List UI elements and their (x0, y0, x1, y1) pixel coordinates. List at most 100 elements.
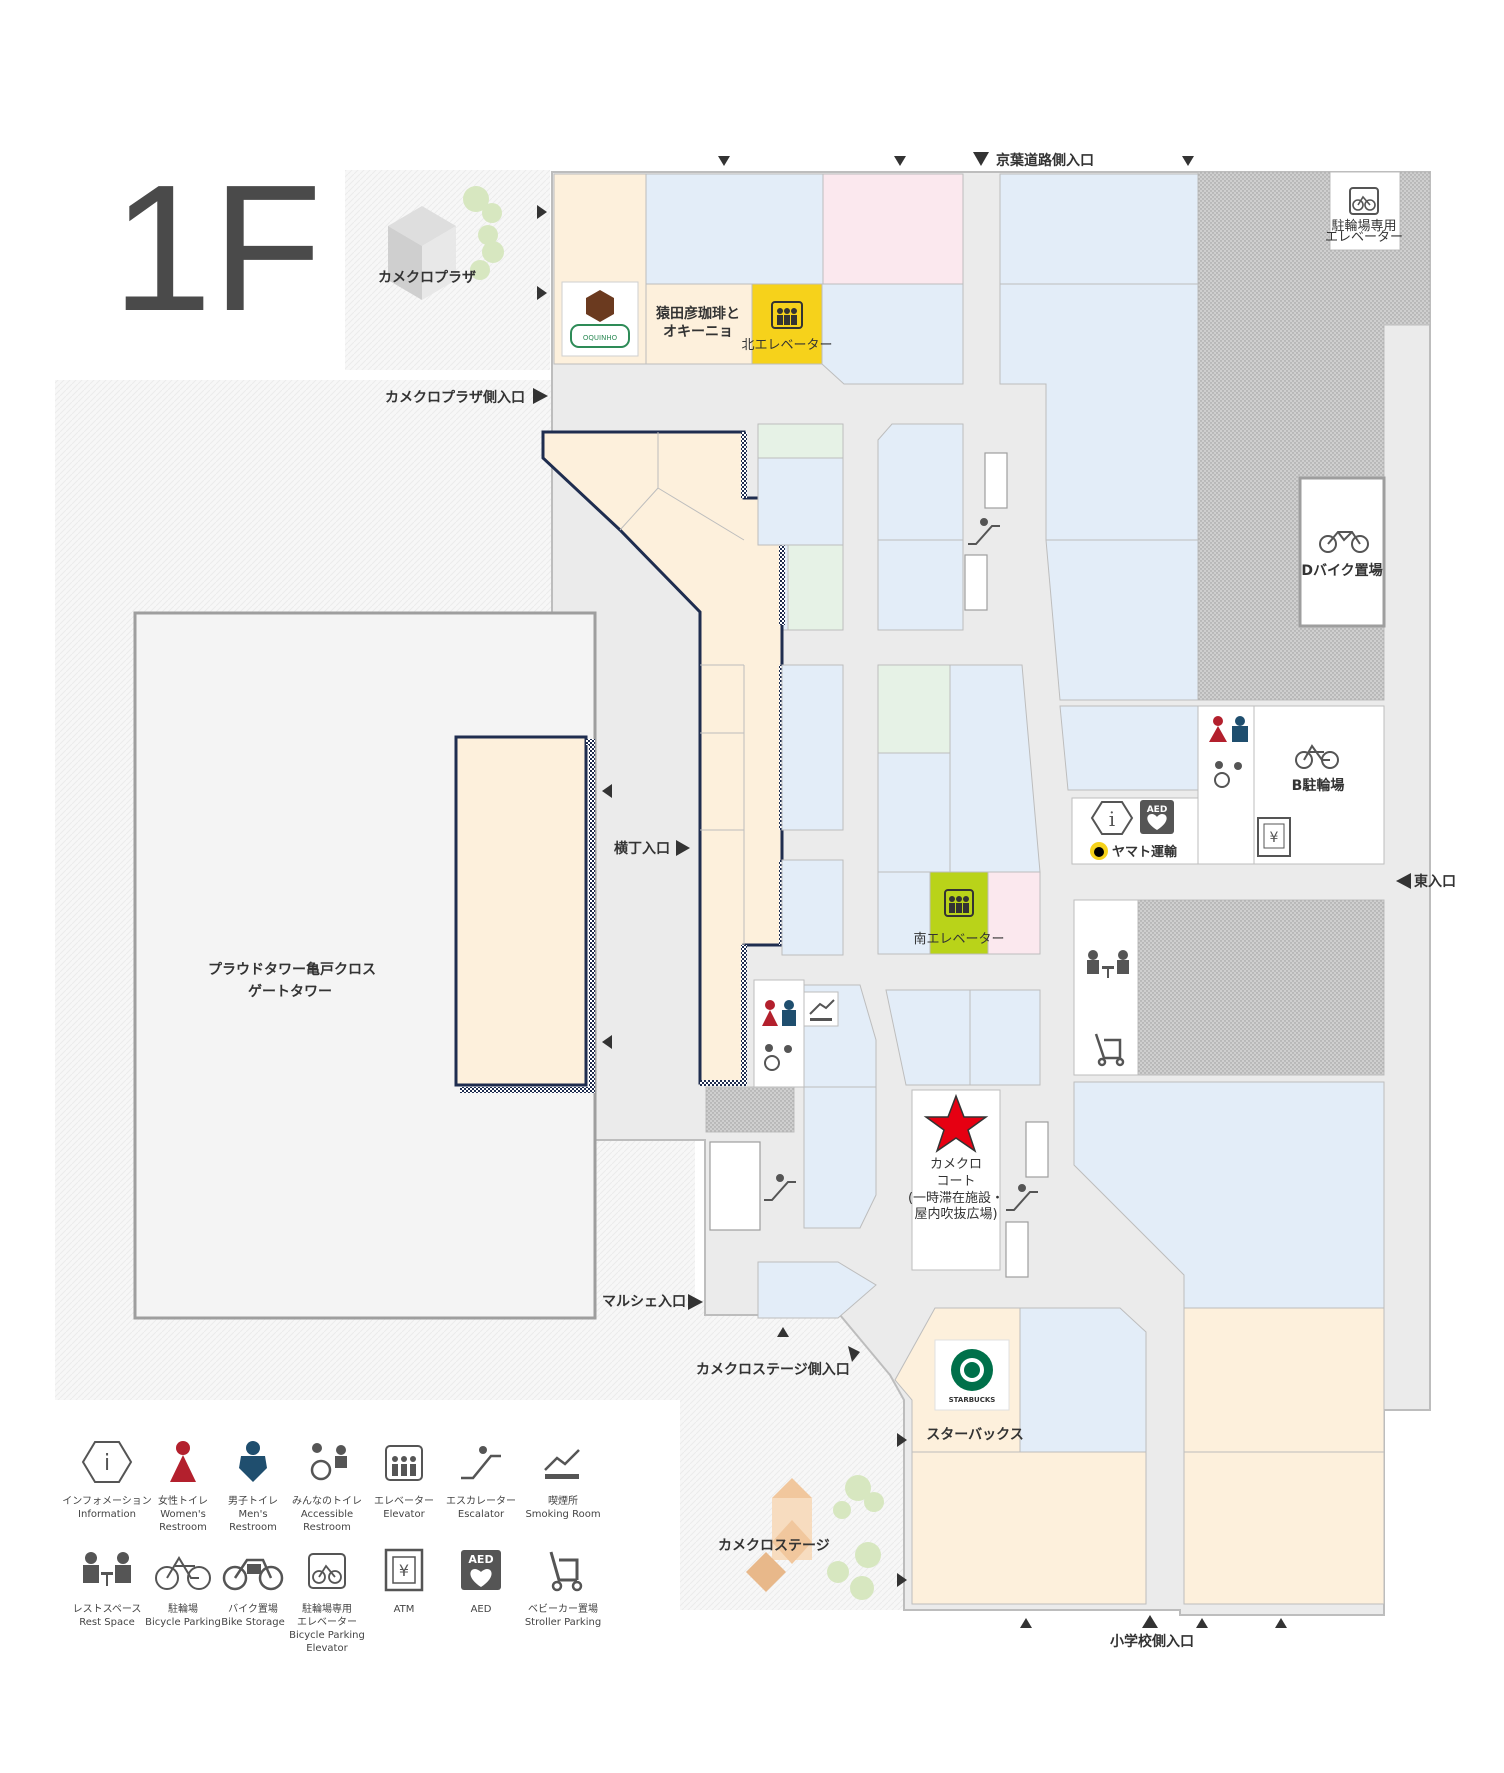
shop-label-sarutahiko-1: 猿田彦珈琲と (655, 305, 740, 322)
legend-label: Rest Space (79, 1617, 134, 1628)
shop-label-starbucks: スターバックス (926, 1427, 1023, 1443)
tenant-n1 (645, 173, 824, 285)
mens-restroom-icon (1232, 716, 1248, 742)
tenant-s5 (757, 1261, 877, 1319)
facility-label-bike-elevator-2: エレベーター (1325, 230, 1403, 245)
legend-label: Smoking Room (525, 1509, 600, 1520)
tenant-ne (999, 173, 1199, 285)
legend-label-jp: ベビーカー置場 (528, 1602, 598, 1615)
elevator-icon (771, 301, 803, 329)
legend-label: Restroom (229, 1522, 277, 1533)
legend-label: Bicycle Parking (289, 1630, 365, 1641)
tower-shop (454, 735, 588, 1087)
entrance-label-school-side: 小学校側入口 (1110, 1633, 1194, 1650)
legend-label-jp: エレベーター (374, 1495, 434, 1507)
tenant-m6 (877, 752, 951, 873)
legend-label: Women's (160, 1509, 206, 1520)
accessible-restroom-icon (764, 1044, 792, 1071)
yokocho-lines (619, 432, 745, 945)
escalator-north (964, 452, 1008, 611)
aed-icon: AED (461, 1550, 501, 1590)
tenant-w2 (781, 664, 844, 831)
information-icon: i (1090, 801, 1134, 835)
rest-space-room (1073, 899, 1139, 1076)
legend-label: Accessible (301, 1509, 353, 1520)
legend-label: Stroller Parking (525, 1617, 601, 1628)
tower-label-line2: ゲートタワー (248, 983, 332, 1000)
facility-label-north-elevator: 北エレベーター (741, 338, 832, 353)
legend-label: エレベーター (297, 1616, 357, 1628)
legend-label-jp: 駐輪場専用 (302, 1602, 352, 1615)
entrance-label-plaza-side: カメクロプラザ側入口 (385, 389, 525, 406)
escalator-icon (1006, 1184, 1038, 1211)
bicycle-parking-elevator-icon (1349, 187, 1379, 215)
entrance-label-yokocho: 横丁入口 (614, 840, 670, 857)
escalator-south (1005, 1121, 1049, 1278)
yamato-icon (1090, 842, 1108, 860)
escalator-icon (461, 1446, 501, 1480)
tenant-n3 (645, 283, 753, 365)
facility-label-south-elevator: 南エレベーター (913, 931, 1004, 947)
tenant-s7 (911, 1451, 1147, 1605)
svg-text:i: i (104, 1451, 110, 1476)
shop-label-yamato: ヤマト運輸 (1112, 844, 1178, 860)
legend-label-jp: インフォメーション (62, 1496, 152, 1507)
bike-storage-icon (222, 1558, 284, 1591)
entrance-arrows (533, 152, 1411, 1628)
current-location-marker (923, 1093, 989, 1153)
bike-elevator-room (1329, 171, 1401, 251)
facility-label-d-bike: Dバイク置場 (1301, 562, 1382, 579)
svg-text:i: i (1109, 807, 1115, 831)
tenant-s2 (803, 1086, 877, 1229)
svg-text:AED: AED (468, 1553, 493, 1566)
legend-label: Elevator (306, 1643, 348, 1654)
entrance-label-east: 東入口 (1414, 873, 1456, 890)
womens-restroom-icon (762, 1000, 778, 1026)
legend-label-jp: バイク置場 (228, 1602, 278, 1615)
bicycle-parking-elevator-icon (308, 1553, 346, 1589)
okinho-logo-text: OQUINHO (583, 334, 618, 342)
bicycle-parking-icon (1295, 744, 1339, 769)
tenant-n2 (822, 173, 964, 285)
facility-label-b-bicycle: B駐輪場 (1292, 777, 1345, 794)
tower-shop-edge (460, 739, 595, 1093)
tenant-s3 (885, 989, 1041, 1086)
svg-text:¥: ¥ (1270, 830, 1279, 846)
smoking-room-icon (544, 1449, 580, 1479)
stroller-parking-icon (1094, 1033, 1125, 1067)
stroller-parking-icon (549, 1551, 583, 1592)
shop-label-sarutahiko-2: オキーニョ (663, 324, 733, 340)
tenant-w3 (781, 859, 844, 956)
starbucks-logo-mark (951, 1349, 993, 1391)
stage-decor (746, 1478, 812, 1592)
legend: iインフォメーションInformation女性トイレWomen'sRestroo… (62, 1441, 601, 1654)
tenant-n4 (821, 283, 964, 385)
information-icon: i (81, 1441, 133, 1483)
bicycle-parking-icon (155, 1556, 211, 1590)
back-area-west-small (705, 1086, 795, 1133)
plaza-trees (463, 186, 504, 280)
tenant-s6 (1019, 1307, 1147, 1453)
tower-label-line1: プラウドタワー亀戸クロス (208, 961, 376, 978)
legend-label: Men's (238, 1509, 267, 1520)
tenant-s9 (1183, 1451, 1385, 1605)
womens-restroom-icon (1209, 716, 1227, 742)
entrance-label-keiyo: 京葉道路側入口 (996, 152, 1094, 169)
legend-label: Escalator (458, 1509, 505, 1520)
restroom-west (753, 979, 805, 1088)
legend-label-jp: 男子トイレ (228, 1495, 278, 1507)
entrance-label-marche: マルシェ入口 (602, 1294, 686, 1310)
tenant-w1 (757, 457, 844, 546)
starbucks-logo-text: STARBUCKS (949, 1396, 996, 1404)
aed-icon: AED (1140, 800, 1174, 834)
okinho-logo-mark (570, 290, 630, 348)
legend-label-jp: 駐輪場 (168, 1602, 198, 1615)
court-label-line4: 屋内吹抜広場) (914, 1206, 997, 1222)
legend-label-jp: エスカレーター (446, 1495, 516, 1507)
svg-text:AED: AED (1147, 805, 1168, 815)
legend-label: Information (78, 1509, 136, 1520)
tenant-s8 (1183, 1307, 1385, 1453)
court-label-line1: カメクロ (930, 1157, 982, 1172)
bike-storage-icon (1319, 531, 1369, 553)
